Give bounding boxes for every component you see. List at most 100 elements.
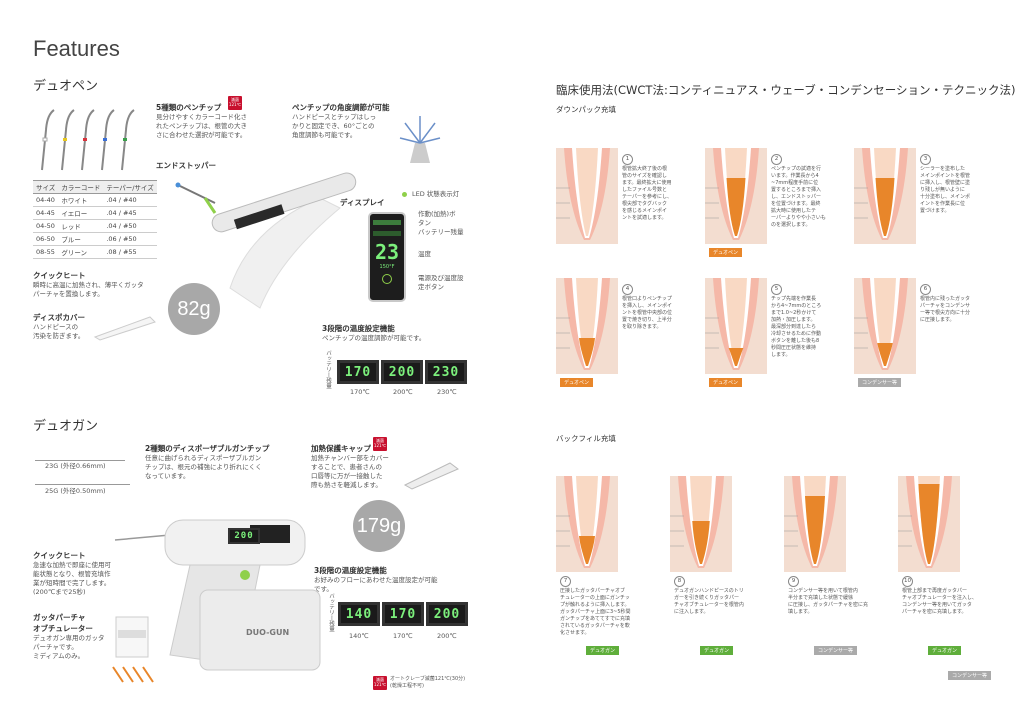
pen-temp-display: 200 (381, 360, 423, 384)
needle-label: 25G (外径0.50mm) (45, 487, 106, 495)
step-text: チップ先端を作業長から4~7mmのところまで1.0~2秒かけて加熱・加圧します。… (771, 296, 822, 358)
step-text: ペンチップの試適を行います。作業長から4~7mm程度手前に位置するところまで挿入… (771, 166, 826, 228)
step-text: 根管拡大終了後の根管のサイズを確認します。最終拡大に使用したファイル号数とテーパ… (622, 166, 672, 221)
duopen-handpiece-illustration (175, 172, 357, 309)
step-tag: デュオガン (586, 646, 620, 655)
step-text: シーラーを塗布したメインポイントを根管に挿入し、根管壁に塗り残しが無いように十分… (920, 166, 971, 214)
downpack-heading: ダウンパック充填 (556, 105, 616, 114)
step-tag: デュオペン (709, 248, 743, 257)
step-number: 1 (622, 154, 633, 165)
cap-block: 加熱保護キャップ 加熱チャンバー部をカバー することで、患者さんの 口唇等に万が… (311, 444, 389, 489)
step-tag: デュオガン (928, 646, 962, 655)
gun-temp-display: 140 (338, 602, 380, 626)
step-number: 8 (674, 576, 685, 587)
gun-temp-block: 3段階の温度設定機能 お好みのフローにあわせた温度設定が可能 です。 (314, 566, 438, 593)
gun-weight-badge: 179g (353, 500, 405, 552)
cartridge-block: ガッタパーチャ オブチュレーター デュオガン専用のガッタ パーチャです。 ミディ… (33, 613, 105, 660)
tooth-diagram-icon (854, 148, 916, 244)
duopen-heading: デュオペン (33, 79, 99, 94)
step-text: デュオガンハンドピースのトリガーを引き続くりガッタパーチャオブチュレーターを根管… (674, 588, 744, 615)
step-text: 根管口よりペンチップを挿入し、メインポイントを根管中央部の位置で焼き切り、上半分… (622, 296, 673, 330)
pen-temp-label: 230℃ (437, 388, 457, 396)
tooth-diagram-icon (705, 148, 767, 244)
step-tag: コンデンサー等 (858, 378, 902, 387)
gun-temp-display: 170 (382, 602, 424, 626)
table-header: サイズ (33, 180, 59, 194)
led-label: LED 状態表示灯 (412, 190, 460, 198)
step-number: 5 (771, 284, 782, 295)
step-number: 6 (920, 284, 931, 295)
tooth-diagram-icon (854, 278, 916, 374)
duogun-heading: デュオガン (33, 419, 99, 434)
step-text: コンデンサー等を用いて根管内半分まで充填した状態で緩徐に圧接し、ガッタパーチャを… (788, 588, 868, 615)
step-tag: デュオガン (700, 646, 734, 655)
step-text: 根管内に残ったガッタパーチャをコンデンサー等で根尖方向に十分に圧接します。 (920, 296, 971, 323)
pen-display-digits: 23 (374, 240, 400, 264)
needle-block: 2種類のディスポーザブルガンチップ 任意に曲げられるディスポーザブルガン チップ… (145, 444, 270, 480)
step-number: 2 (771, 154, 782, 165)
pen-quickheat-block: クイックヒート 瞬時に高温に加熱され、薄平くガッタ パーチャを置換します。 (33, 271, 144, 298)
tooth-diagram-icon (556, 476, 618, 572)
backfill-heading: バックフィル充填 (556, 434, 616, 443)
gun-brand: DUO-GUN (246, 628, 290, 637)
step-tag: デュオペン (709, 378, 743, 387)
step-text: 根管上部まで再度ガッタパーチャオブチュレーターを注入し、コンデンサー等を用いてガ… (902, 588, 977, 615)
display-item-label: 作動(加熱)ボタン (418, 210, 456, 227)
pen-tips-illustration (41, 109, 135, 171)
pen-temp-display: 170 (337, 360, 379, 384)
table-header: テーパー/サイズ (103, 180, 157, 194)
endstopper-label: エンドストッパー (156, 161, 216, 170)
pen-display-panel: 23 150°F (368, 212, 406, 302)
needle-label: 23G (外径0.66mm) (45, 462, 106, 470)
cartridge-illustration (112, 616, 154, 683)
step-number: 10 (902, 576, 913, 587)
display-item-label: 電源及び温度設定ボタン (418, 274, 464, 291)
step-tag: コンデンサー等 (814, 646, 858, 655)
table-header: カラーコード (58, 180, 104, 194)
page-title: Features (33, 36, 120, 61)
step-number: 9 (788, 576, 799, 587)
pen-tips-block: 5種類のペンチップ 見分けやすくカラーコード化さ れたペンチップは、根管の大き … (156, 102, 266, 140)
tooth-diagram-icon (898, 476, 960, 572)
display-item-label: バッテリー残量 (418, 228, 464, 236)
gun-temp-label: 200℃ (437, 632, 457, 640)
gun-temp-label: 140℃ (349, 632, 369, 640)
pen-cover-block: ディスポカバー ハンドピースの 汚染を防ぎます。 (33, 313, 85, 340)
display-item-label: 温度 (418, 250, 431, 258)
led-icon (402, 192, 407, 197)
step-tag: コンデンサー等 (948, 671, 992, 680)
tooth-diagram-icon (670, 476, 732, 572)
angle-illustration (399, 116, 441, 163)
power-button-icon (382, 274, 392, 284)
pen-tips-title: 5種類のペンチップ (156, 103, 222, 112)
step-number: 4 (622, 284, 633, 295)
pen-temp-label: 170℃ (350, 388, 370, 396)
cap-illustration (403, 462, 459, 490)
disposable-cover-illustration (93, 316, 156, 341)
pen-weight-badge: 82g (168, 283, 220, 335)
step-tag: デュオペン (560, 378, 594, 387)
pen-temp-label: 200℃ (393, 388, 413, 396)
gun-quickheat-block: クイックヒート 急速な加熱で即座に使用可 能状態となり、根管充填作 業が短時間で… (33, 551, 111, 596)
gun-display: 200 (228, 528, 260, 544)
gun-temp-display: 200 (426, 602, 468, 626)
step-number: 3 (920, 154, 931, 165)
battery-label: バッテリー残量 (325, 350, 331, 389)
tooth-diagram-icon (784, 476, 846, 572)
battery-label: バッテリー残量 (328, 593, 334, 632)
pen-temp-display: 230 (425, 360, 467, 384)
pen-temp-block: 3段階の温度設定機能 ペンチップの温度調節が可能です。 (322, 324, 426, 342)
needle-icon (35, 484, 130, 485)
cwct-heading: 臨床使用法(CWCT法:コンティニュアス・ウェーブ・コンデンセーション・テクニッ… (556, 83, 1016, 97)
tooth-diagram-icon (556, 278, 618, 374)
